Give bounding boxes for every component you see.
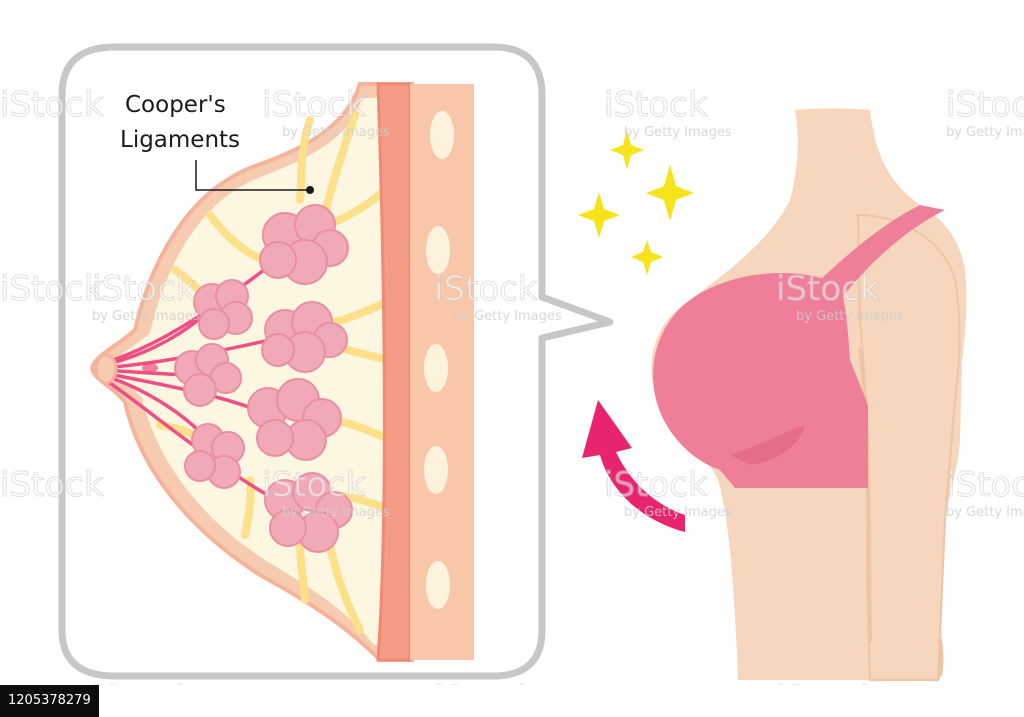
coopers-ligaments-label-line2: Ligaments bbox=[120, 127, 240, 153]
bra-cup-shading bbox=[730, 425, 805, 465]
lift-arrow-icon bbox=[582, 400, 685, 532]
lobules bbox=[174, 204, 353, 553]
lobule bbox=[259, 204, 349, 285]
watermark-brand: iStock bbox=[0, 269, 104, 309]
sparkle-icon bbox=[578, 192, 620, 238]
lobule bbox=[184, 423, 245, 489]
footer-bar: 1205378279 bbox=[0, 685, 1024, 717]
watermark-brand: iStock bbox=[604, 465, 708, 505]
watermark-brand: iStock bbox=[434, 269, 538, 309]
watermark-byline: by Getty Images bbox=[624, 505, 732, 520]
watermark-byline: by Getty Images bbox=[624, 125, 732, 140]
watermark-byline: by Getty Images bbox=[946, 125, 1024, 140]
watermark-byline: by Getty Images bbox=[282, 125, 390, 140]
pectoral-muscle bbox=[376, 82, 412, 662]
watermark-byline: by Getty Images bbox=[282, 505, 390, 520]
watermark-brand: iStock bbox=[0, 465, 104, 505]
watermark-brand: iStock bbox=[262, 85, 366, 125]
sparkle-icon bbox=[631, 240, 663, 275]
sparkle-icon bbox=[646, 165, 694, 221]
watermark-brand: iStock bbox=[776, 269, 880, 309]
sparkles bbox=[578, 130, 694, 275]
coopers-ligaments-label-line1: Cooper's bbox=[125, 92, 226, 118]
watermark-brand: iStock bbox=[92, 269, 196, 309]
watermark-brand: iStock bbox=[0, 85, 104, 125]
lobule bbox=[247, 378, 342, 461]
watermark-byline: by Getty Images bbox=[946, 505, 1024, 520]
image-id-badge: 1205378279 bbox=[0, 685, 99, 717]
lobule bbox=[174, 343, 242, 407]
nipple bbox=[94, 353, 158, 385]
label-leader-line bbox=[195, 160, 314, 194]
breast-cross-section: Cooper's Ligaments bbox=[89, 82, 474, 662]
ribs bbox=[424, 111, 454, 609]
bra-cup bbox=[653, 273, 868, 488]
watermark-byline: by Getty Images bbox=[454, 309, 562, 324]
back-outline bbox=[938, 638, 944, 677]
watermark-brand: iStock bbox=[262, 465, 366, 505]
sparkle-icon bbox=[610, 130, 644, 170]
lobule bbox=[261, 301, 348, 373]
watermark-byline: by Getty Images bbox=[92, 309, 200, 324]
bra-strap bbox=[808, 205, 945, 300]
watermark-brand: iStock bbox=[604, 85, 708, 125]
watermark-brand: iStock bbox=[946, 465, 1024, 505]
watermark-byline: by Getty Images bbox=[796, 309, 904, 324]
torso-figure bbox=[651, 108, 967, 681]
lobule bbox=[193, 279, 253, 340]
watermark-brand: iStock bbox=[946, 85, 1024, 125]
lobule bbox=[264, 472, 353, 553]
